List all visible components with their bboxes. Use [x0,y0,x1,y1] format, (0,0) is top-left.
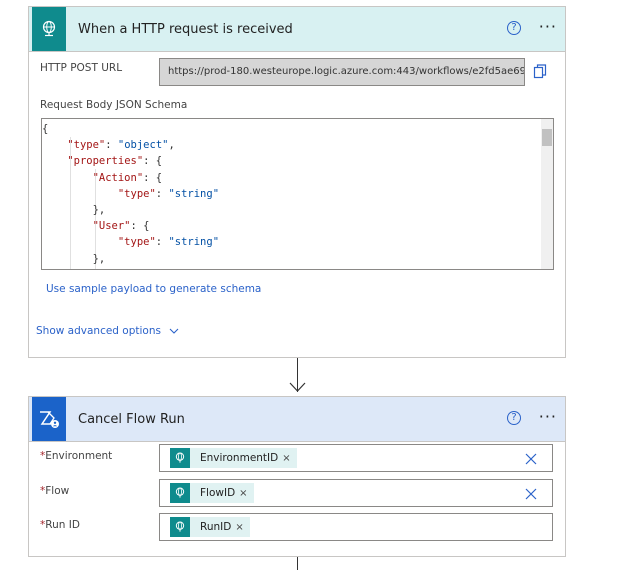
http-trigger-header[interactable]: When a HTTP request is received ? ··· [29,7,565,52]
remove-token-icon[interactable]: × [239,487,248,499]
http-globe-icon [170,517,190,537]
schema-code-line: "type": "string" [117,187,220,200]
run-id-field[interactable]: RunID × [159,513,553,541]
schema-code-line: "properties": { [67,155,163,168]
show-advanced-options-label: Show advanced options [36,325,161,337]
more-options-icon[interactable]: ··· [538,407,557,426]
schema-code-line: "Action": { [92,171,163,184]
schema-code-line: "FlowID": { [42,267,539,270]
cancel-flow-run-card[interactable]: Cancel Flow Run ? ··· *Environment Envir… [28,396,566,557]
environment-field[interactable]: EnvironmentID × [159,444,553,472]
schema-code-line: "User": { [92,220,150,233]
action-title: Cancel Flow Run [78,411,185,427]
trigger-title: When a HTTP request is received [78,21,293,37]
http-post-url-label: HTTP POST URL [40,62,123,74]
cancel-flow-run-header[interactable]: Cancel Flow Run ? ··· [29,397,565,442]
run-id-label: *Run ID [40,519,80,531]
chevron-down-icon [169,328,179,334]
copy-icon[interactable] [533,64,547,83]
schema-scroll-thumb[interactable] [542,129,552,146]
flow-label: *Flow [40,485,70,497]
connector-line [297,358,298,392]
environment-token[interactable]: EnvironmentID × [170,448,297,468]
http-post-url-field[interactable]: https://prod-180.westeurope.logic.azure.… [159,58,525,86]
sample-payload-link[interactable]: Use sample payload to generate schema [46,283,262,295]
clear-icon[interactable] [524,451,538,470]
schema-scrollbar[interactable] [541,119,553,269]
clear-icon[interactable] [524,486,538,505]
connector-line [297,557,298,570]
power-automate-icon [32,397,66,441]
schema-code: { "type": "object", "properties": { "Act… [42,121,539,270]
remove-token-icon[interactable]: × [235,521,244,533]
environment-label: *Environment [40,450,113,462]
schema-code-line: }, [42,252,106,265]
http-trigger-card[interactable]: When a HTTP request is received ? ··· HT… [28,6,566,358]
run-id-token-label: RunID [200,521,232,533]
schema-code-line: }, [42,203,106,216]
show-advanced-options-link[interactable]: Show advanced options [36,325,179,337]
help-icon[interactable]: ? [507,21,521,35]
more-options-icon[interactable]: ··· [538,17,557,36]
schema-code-line: { [42,123,49,135]
arrow-down-icon [289,382,306,392]
schema-editor[interactable]: { "type": "object", "properties": { "Act… [41,118,554,270]
schema-label: Request Body JSON Schema [40,99,188,111]
remove-token-icon[interactable]: × [282,452,291,464]
flow-field[interactable]: FlowID × [159,479,553,507]
flow-token-label: FlowID [200,487,236,499]
run-id-token[interactable]: RunID × [170,517,250,537]
flow-token[interactable]: FlowID × [170,483,254,503]
schema-code-line: "type": "string" [117,236,220,249]
schema-code-line: "type": "object", [67,139,175,152]
http-globe-icon [32,7,66,51]
http-globe-icon [170,448,190,468]
help-icon[interactable]: ? [507,411,521,425]
http-globe-icon [170,483,190,503]
environment-token-label: EnvironmentID [200,452,279,464]
